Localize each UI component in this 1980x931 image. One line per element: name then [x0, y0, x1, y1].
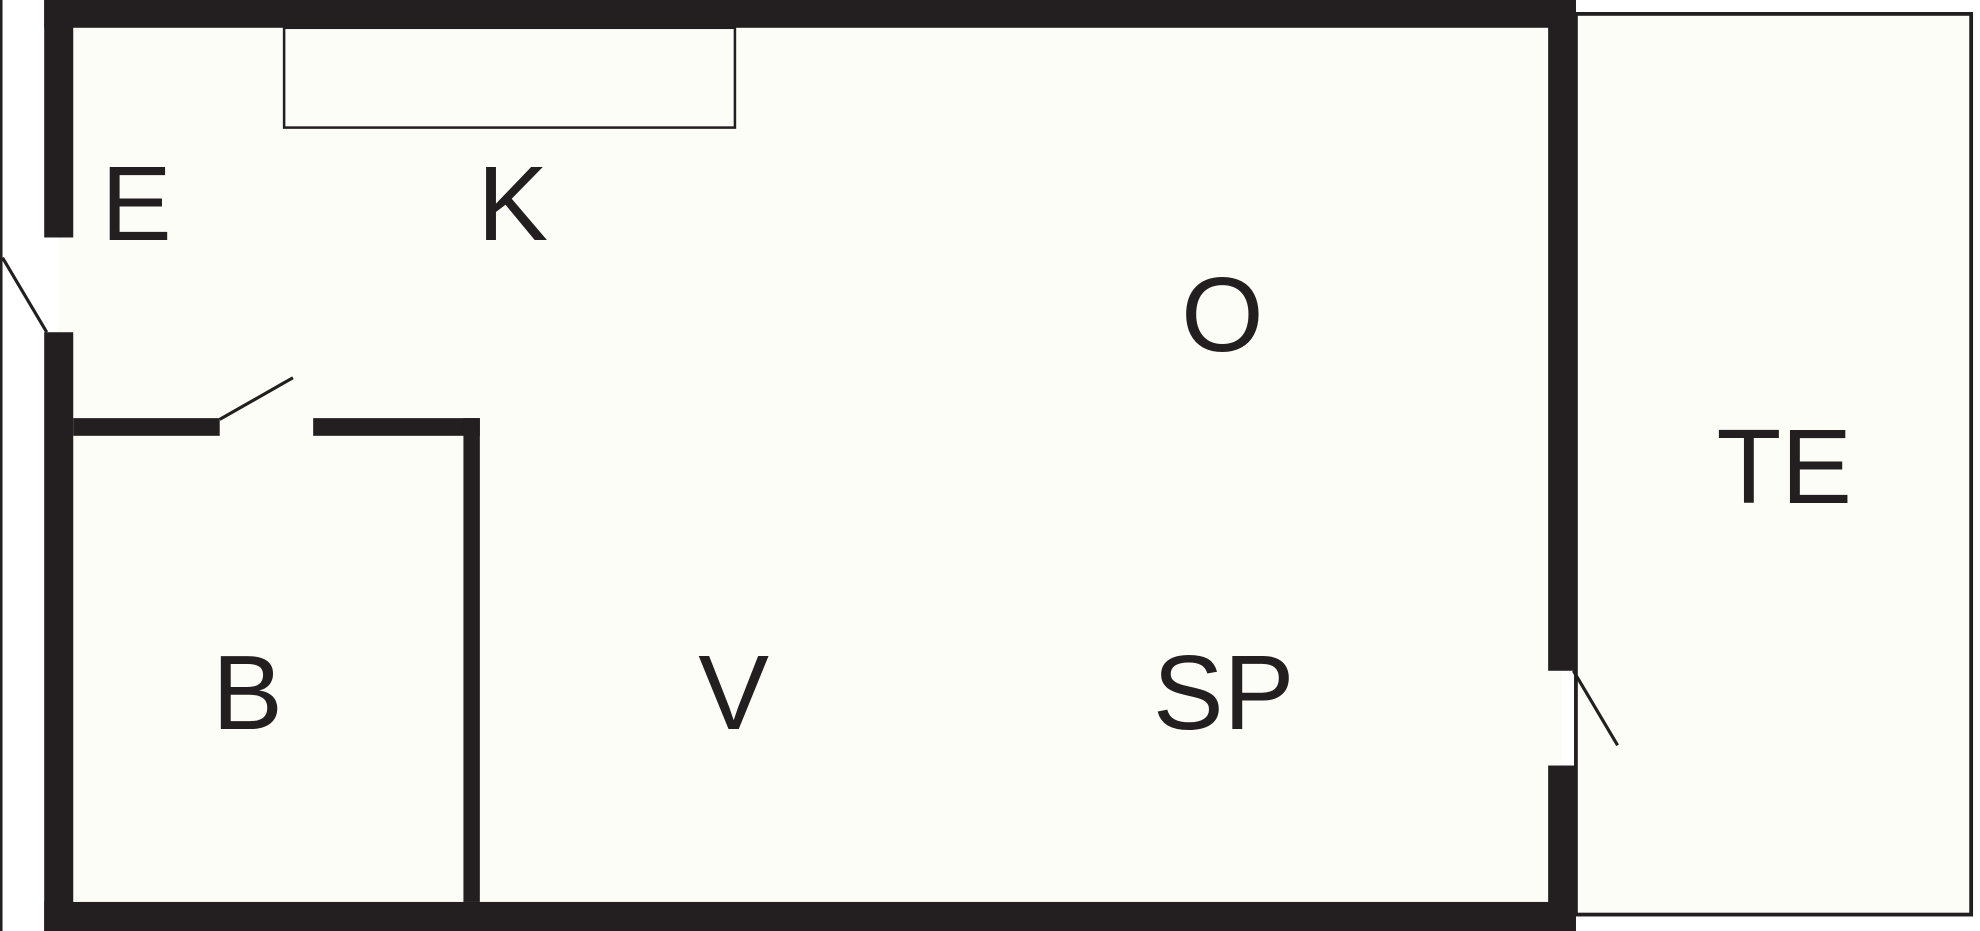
room-label-entry: E: [101, 145, 172, 263]
room-label-living: O: [1181, 256, 1264, 374]
doors: [1, 256, 1619, 747]
bathroom-door: [218, 376, 294, 421]
wall-bath-right: [463, 418, 480, 902]
wall-left-lower: [44, 332, 74, 931]
wall-left-upper: [44, 0, 74, 238]
wall-right-lower: [1548, 765, 1576, 931]
wall-bath-top-left: [73, 418, 220, 436]
wall-bottom: [44, 901, 1576, 931]
wall-bath-top-right: [313, 418, 480, 436]
walls: [44, 0, 1576, 931]
interior-floor: [58, 13, 1563, 916]
room-label-dining: SP: [1153, 634, 1294, 752]
terrace-door: [1572, 669, 1619, 747]
wall-right-upper: [1548, 0, 1576, 671]
room-label-bathroom: B: [212, 634, 283, 752]
room-label-kitchen: K: [477, 145, 548, 263]
room-label-hall: V: [698, 634, 769, 752]
wall-top: [44, 0, 1576, 28]
room-label-terrace: TE: [1717, 408, 1853, 526]
terrace-area: [1574, 12, 1974, 917]
entry-door: [1, 256, 49, 334]
